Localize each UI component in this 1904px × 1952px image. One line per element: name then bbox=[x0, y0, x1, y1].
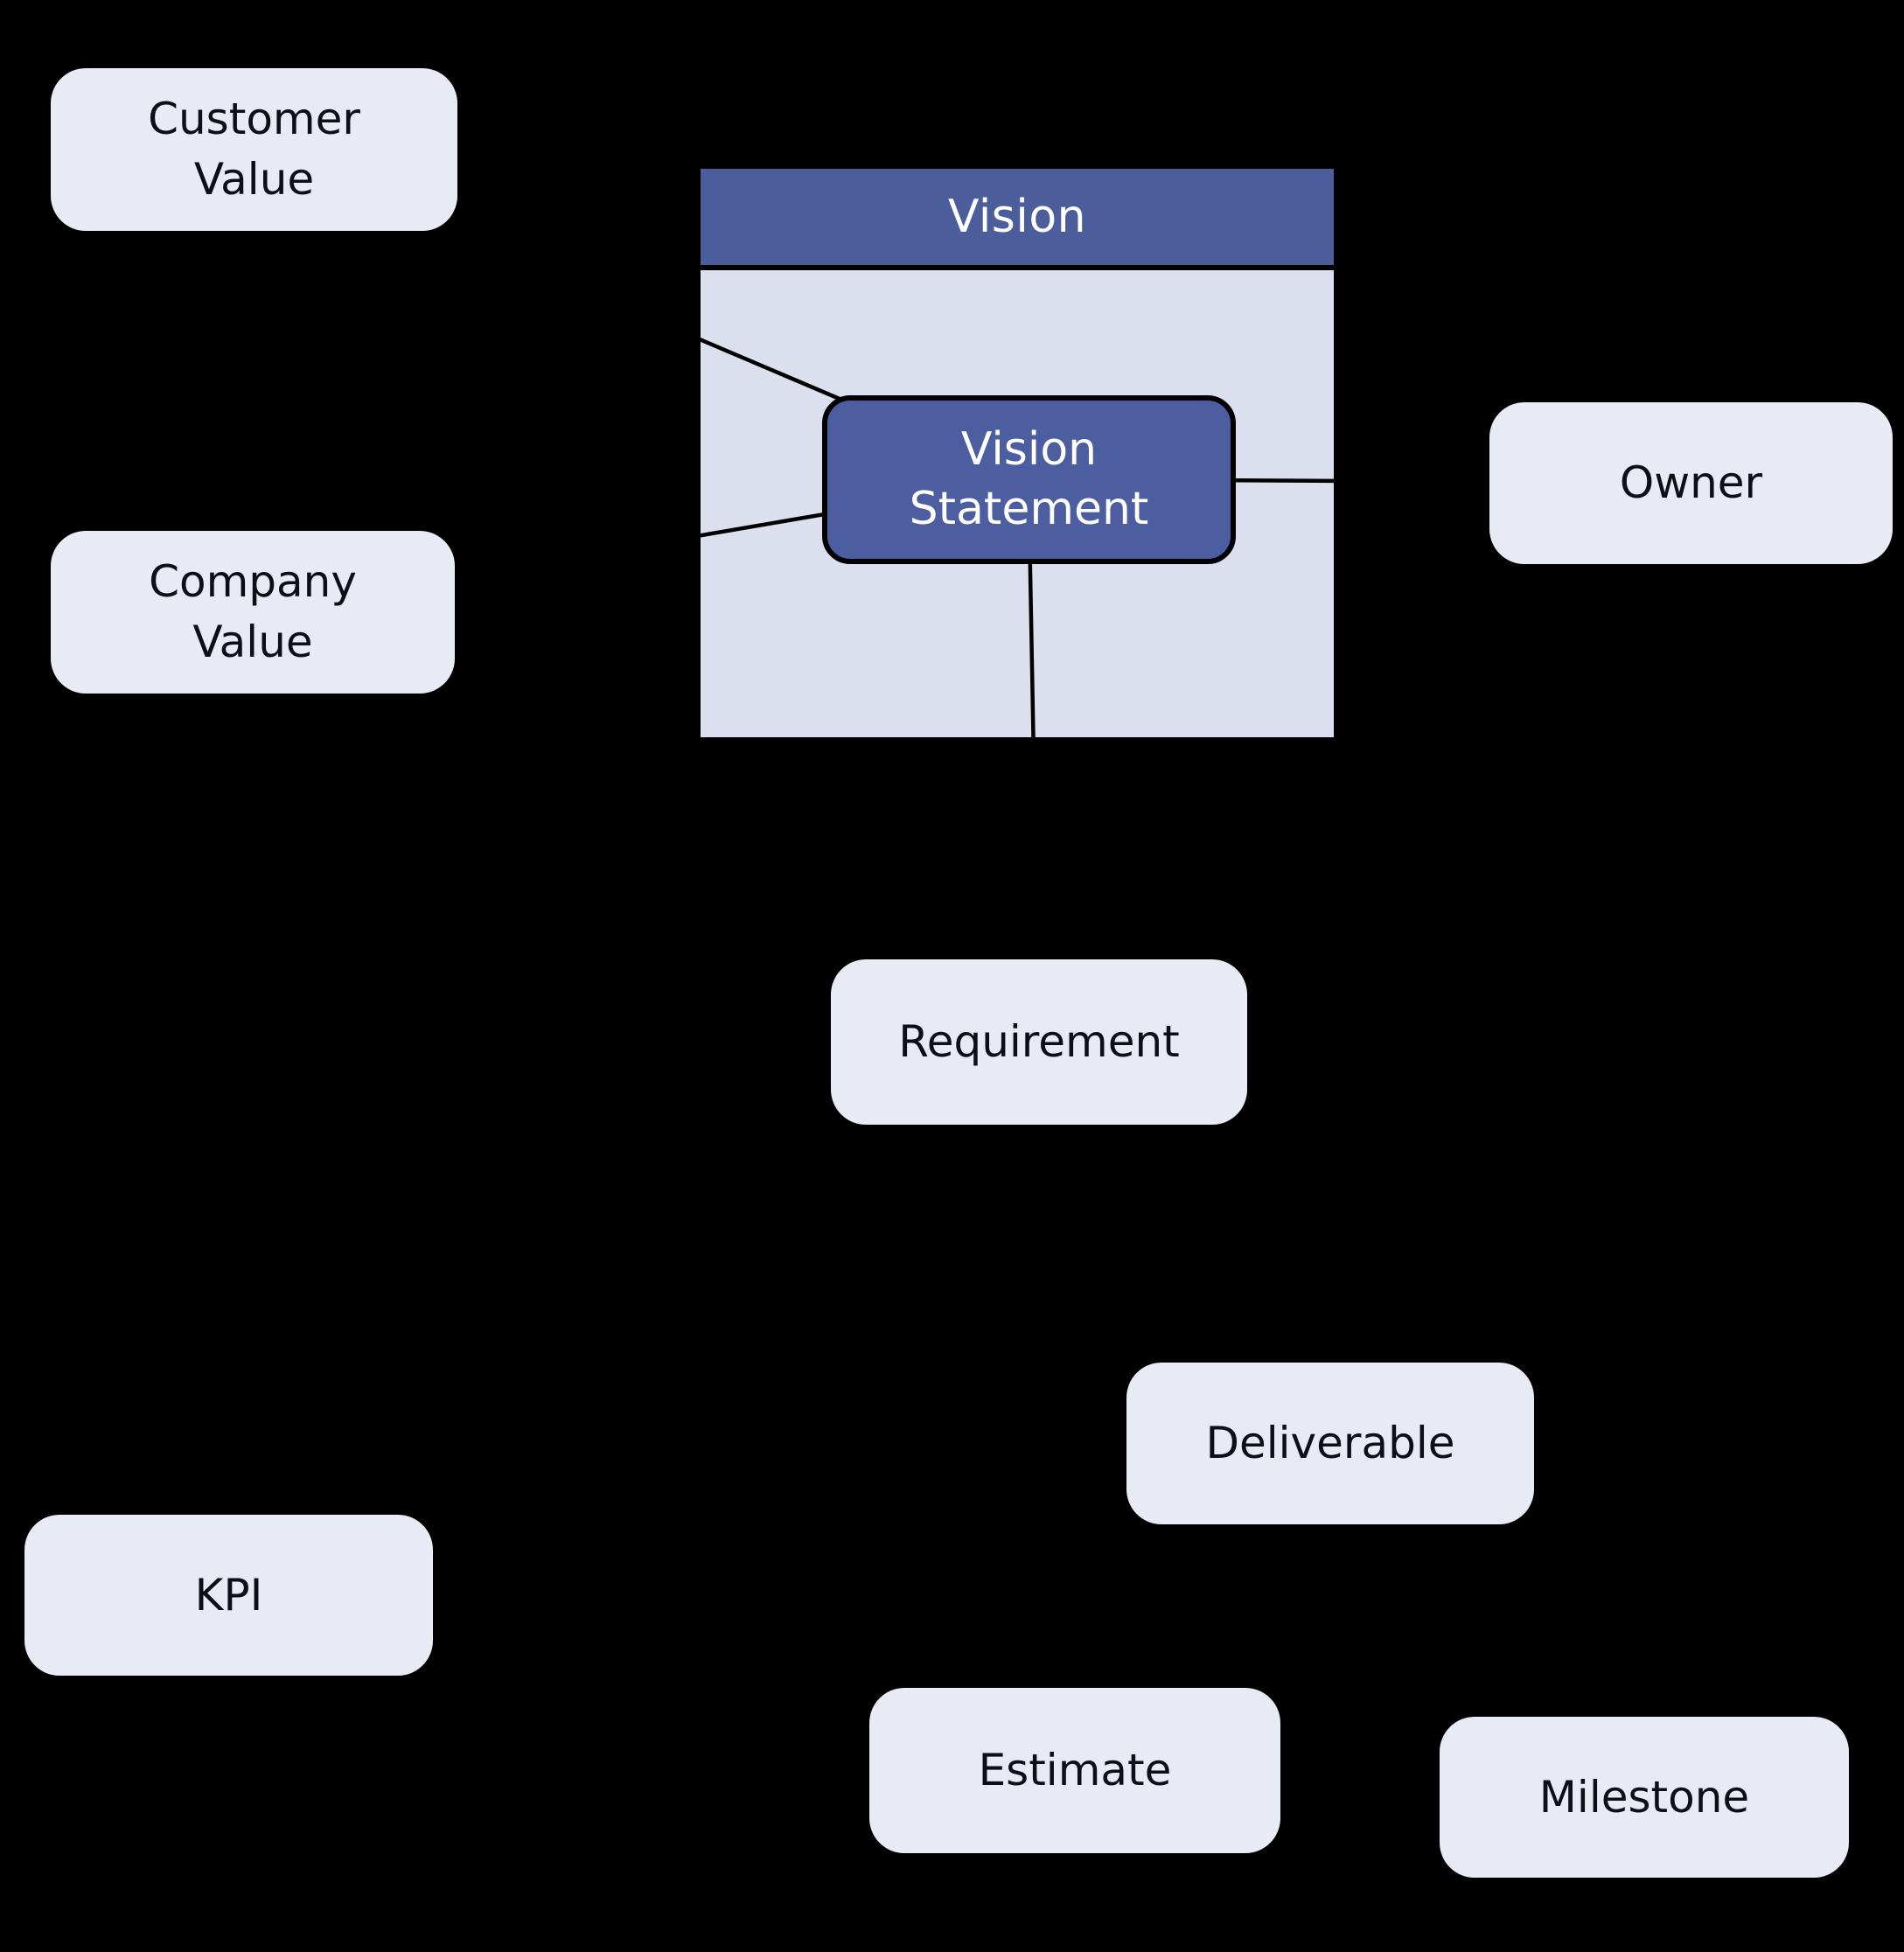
vision-group-title: Vision bbox=[947, 191, 1087, 243]
node-requirement-label: Requirement bbox=[898, 1016, 1180, 1067]
node-vision-statement-label: Vision Statement bbox=[909, 422, 1149, 535]
node-deliverable[interactable]: Deliverable bbox=[1126, 1363, 1534, 1524]
node-company-value-label: Company Value bbox=[149, 556, 357, 667]
node-kpi-label: KPI bbox=[194, 1569, 263, 1621]
node-owner[interactable]: Owner bbox=[1489, 402, 1893, 564]
node-customer-value[interactable]: Customer Value bbox=[51, 68, 457, 231]
connector-vision-statement-to-requirement[interactable] bbox=[1026, 478, 1042, 1042]
vision-group-header: Vision bbox=[701, 169, 1334, 270]
node-milestone-label: Milestone bbox=[1538, 1771, 1750, 1823]
node-estimate[interactable]: Estimate bbox=[869, 1688, 1280, 1853]
node-deliverable-label: Deliverable bbox=[1205, 1418, 1455, 1468]
node-company-value[interactable]: Company Value bbox=[51, 531, 455, 694]
node-requirement[interactable]: Requirement bbox=[831, 959, 1247, 1125]
node-estimate-label: Estimate bbox=[978, 1745, 1172, 1795]
node-owner-label: Owner bbox=[1619, 457, 1763, 508]
node-milestone[interactable]: Milestone bbox=[1440, 1717, 1849, 1878]
node-kpi[interactable]: KPI bbox=[24, 1515, 433, 1676]
node-customer-value-label: Customer Value bbox=[148, 94, 360, 205]
node-vision-statement[interactable]: Vision Statement bbox=[822, 395, 1236, 564]
